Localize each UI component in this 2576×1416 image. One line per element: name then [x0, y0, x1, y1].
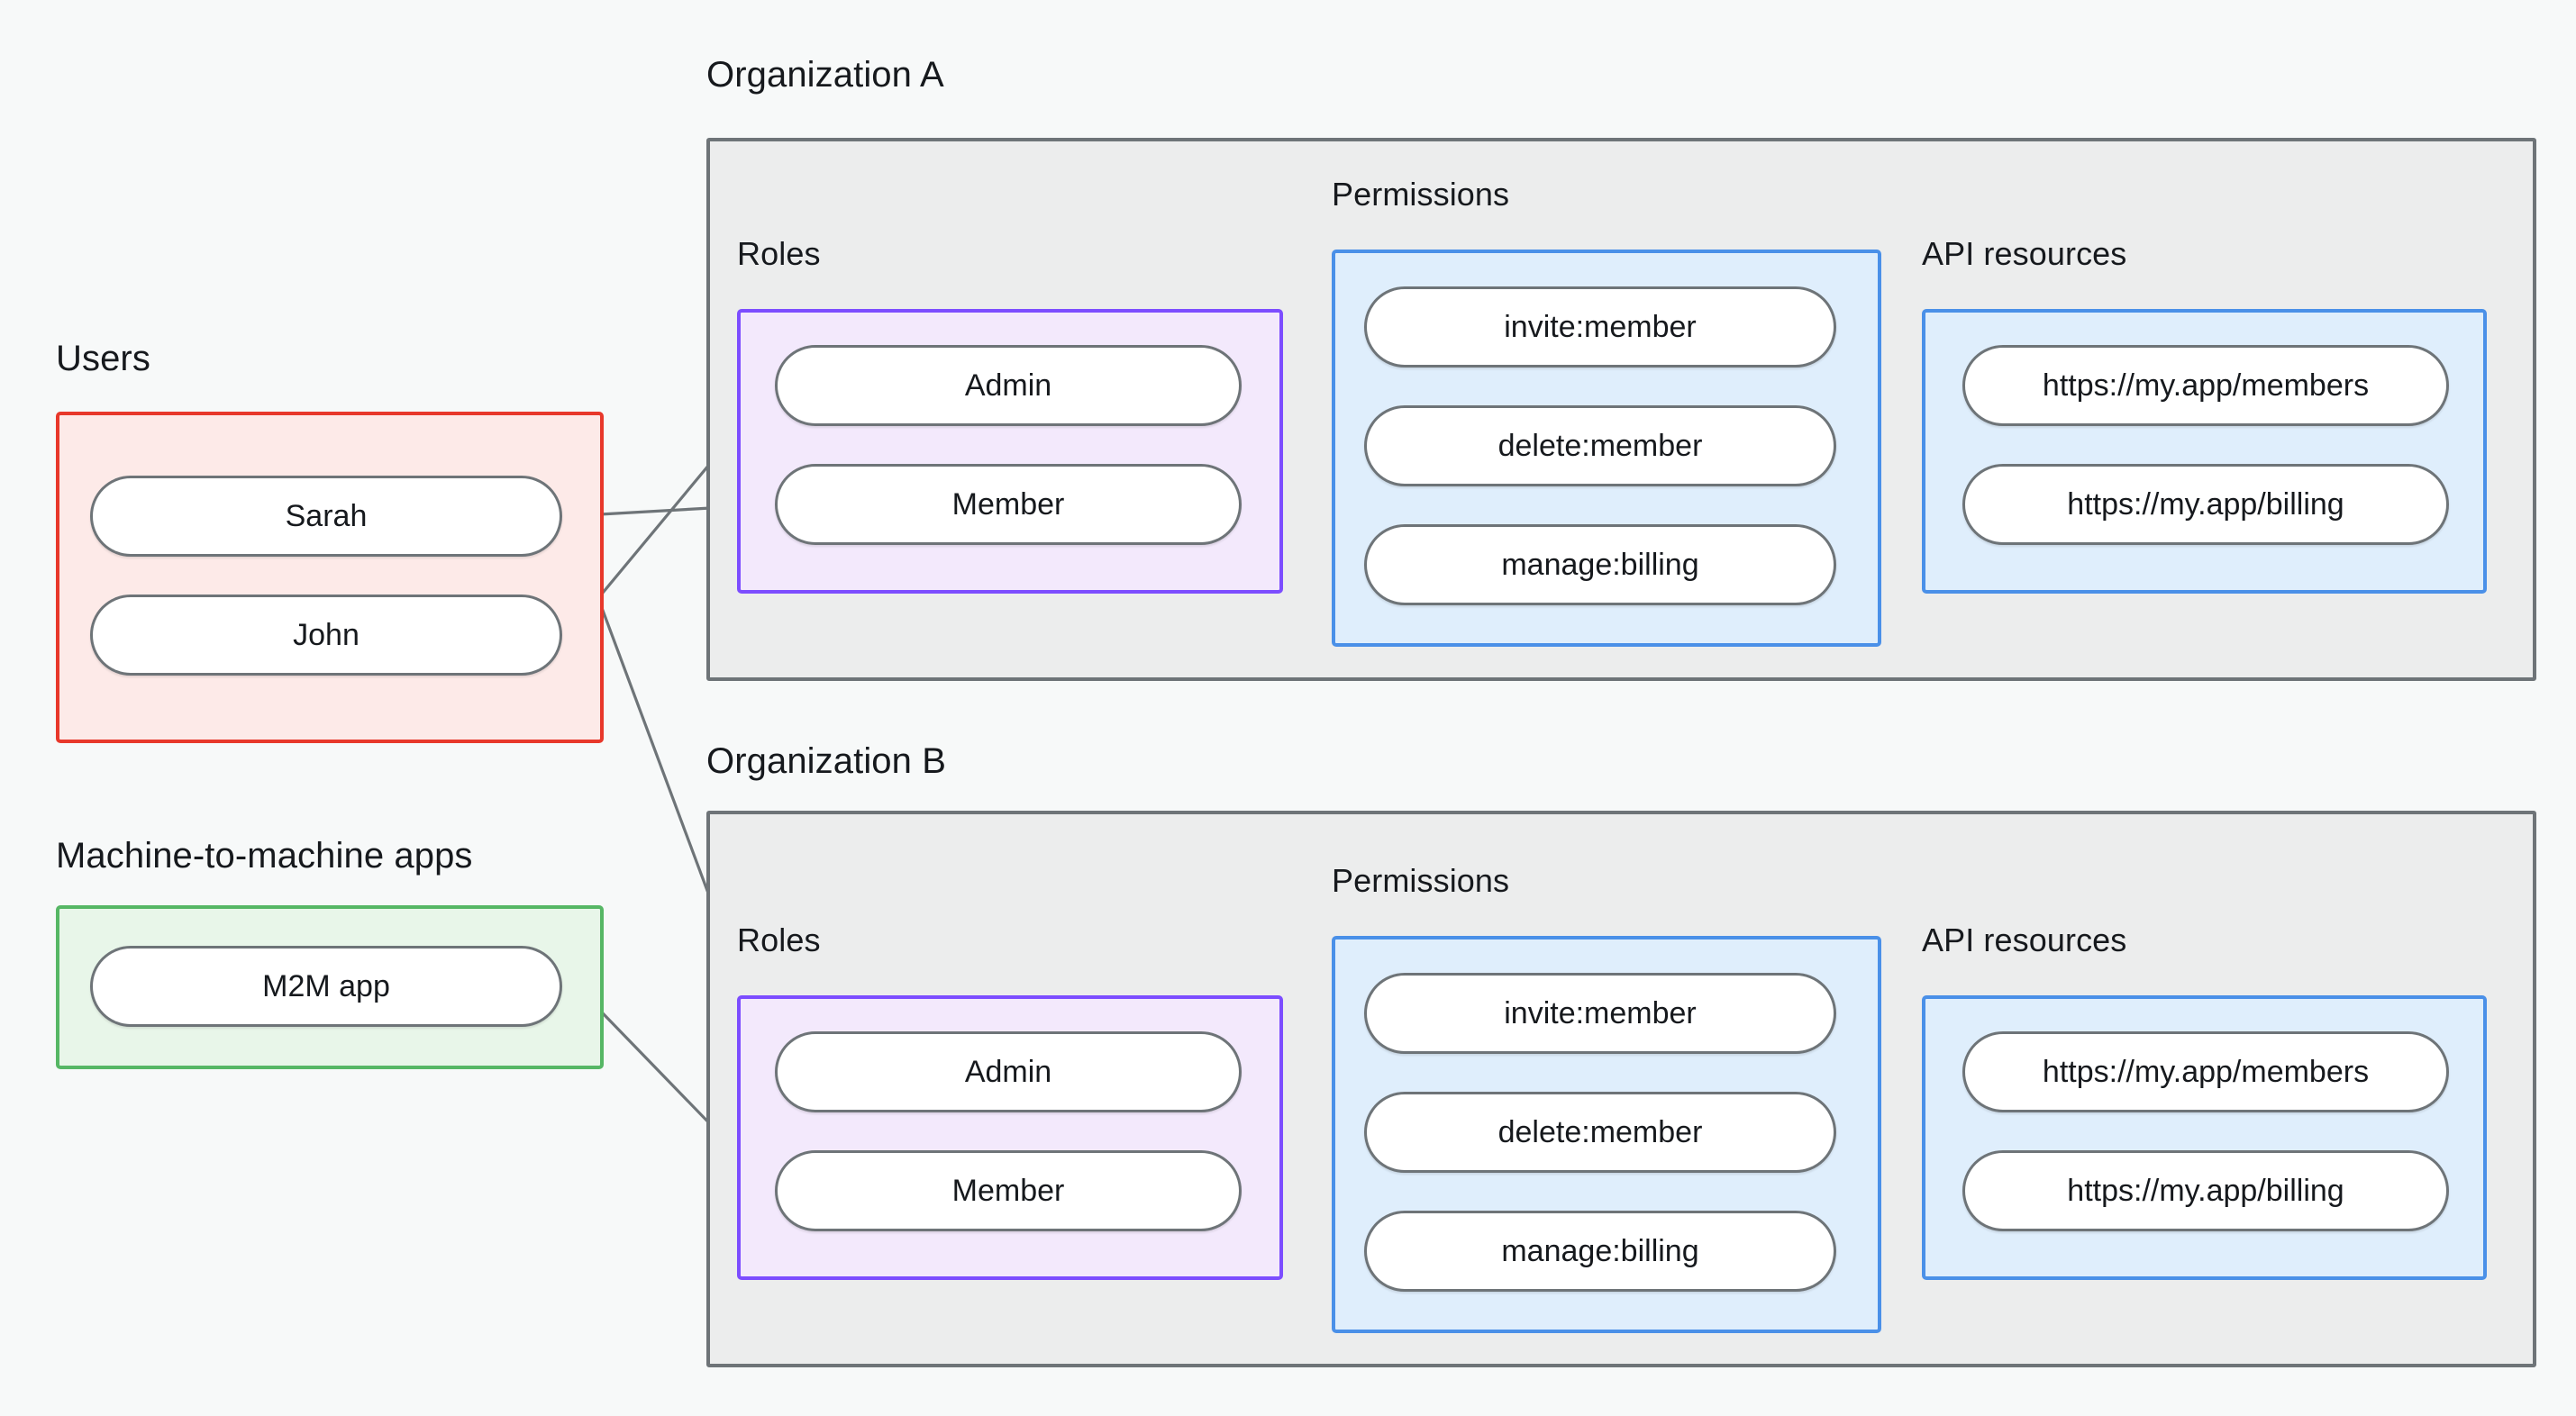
- m2m-pill-app[interactable]: M2M app: [90, 946, 562, 1027]
- orgB-permissions-label: Permissions: [1332, 862, 1510, 899]
- orgB-roles-label: Roles: [737, 921, 821, 958]
- orgB-role-pill-admin[interactable]: Admin: [775, 1031, 1242, 1112]
- users-container: [56, 412, 604, 743]
- orgB-permission-pill-manage-billing[interactable]: manage:billing: [1364, 1211, 1836, 1292]
- orgA-permissions-label: Permissions: [1332, 176, 1510, 213]
- users-group-label: Users: [56, 339, 150, 378]
- organization-b-label: Organization B: [706, 741, 946, 781]
- orgA-role-pill-admin[interactable]: Admin: [775, 345, 1242, 426]
- orgA-permission-pill-delete-member[interactable]: delete:member: [1364, 405, 1836, 486]
- user-pill-sarah[interactable]: Sarah: [90, 476, 562, 557]
- organization-a-label: Organization A: [706, 55, 944, 95]
- m2m-group-label: Machine-to-machine apps: [56, 836, 473, 876]
- orgA-permission-pill-invite-member[interactable]: invite:member: [1364, 286, 1836, 368]
- orgB-api-pill-billing[interactable]: https://my.app/billing: [1962, 1150, 2449, 1231]
- user-pill-john[interactable]: John: [90, 595, 562, 676]
- orgB-role-pill-member[interactable]: Member: [775, 1150, 1242, 1231]
- orgB-api-pill-members[interactable]: https://my.app/members: [1962, 1031, 2449, 1112]
- orgA-roles-label: Roles: [737, 235, 821, 272]
- orgA-api-pill-members[interactable]: https://my.app/members: [1962, 345, 2449, 426]
- orgA-role-pill-member[interactable]: Member: [775, 464, 1242, 545]
- orgA-permission-pill-manage-billing[interactable]: manage:billing: [1364, 524, 1836, 605]
- orgB-api-resources-label: API resources: [1922, 921, 2127, 958]
- orgB-permission-pill-invite-member[interactable]: invite:member: [1364, 973, 1836, 1054]
- orgA-api-pill-billing[interactable]: https://my.app/billing: [1962, 464, 2449, 545]
- orgA-api-resources-label: API resources: [1922, 235, 2127, 272]
- orgB-permission-pill-delete-member[interactable]: delete:member: [1364, 1092, 1836, 1173]
